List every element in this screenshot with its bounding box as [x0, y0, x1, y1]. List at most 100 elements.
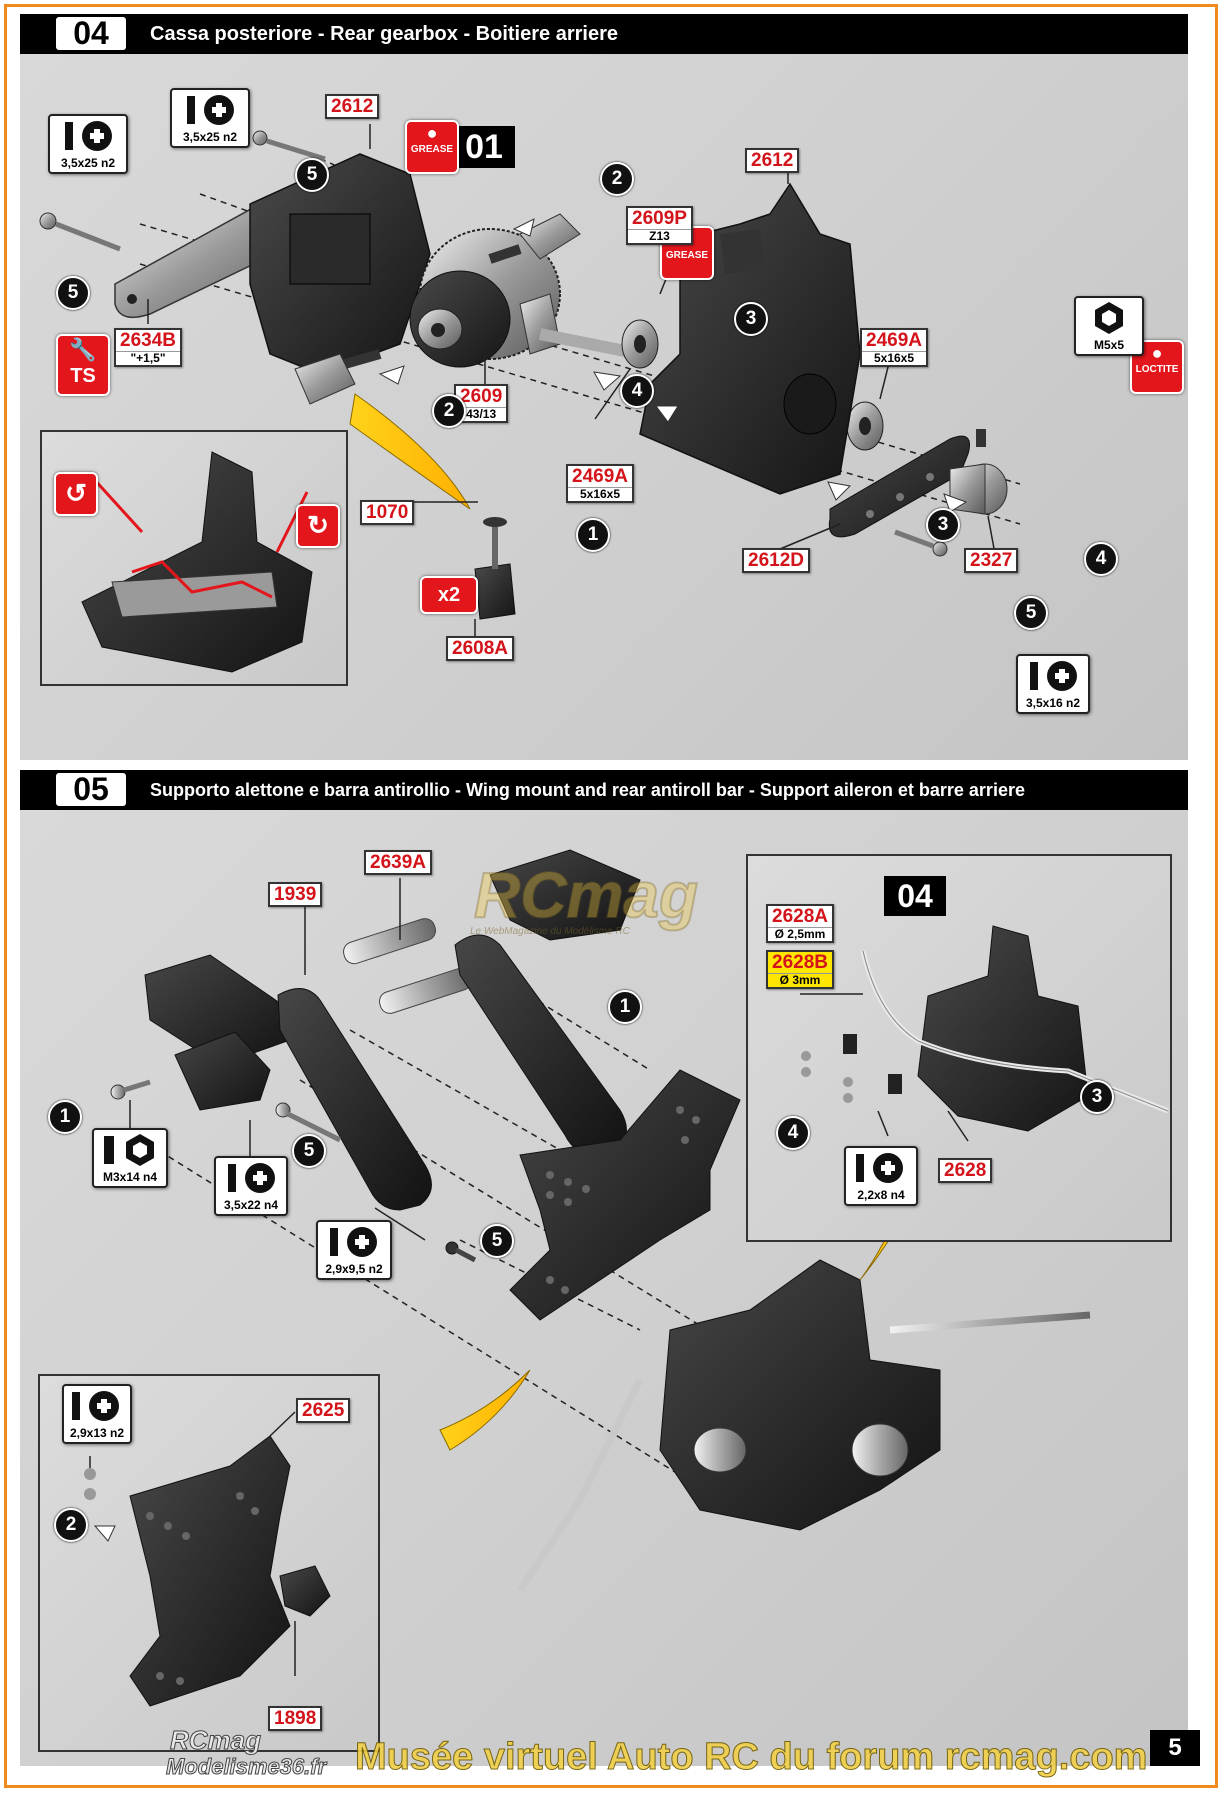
- inset-callout-04: 04: [884, 876, 946, 916]
- screw-bottom-right: [894, 529, 948, 557]
- bearing-right: [846, 401, 884, 451]
- part-number: 2628B: [772, 952, 828, 973]
- part-tag-2327: 2327: [964, 548, 1019, 573]
- screw-spec-box-2-9x13: 2,9x13 n2: [62, 1384, 132, 1444]
- outdrive-bottom: [294, 349, 382, 405]
- wing-upright-right: [454, 934, 627, 1156]
- wrench-icon: 🔧: [69, 337, 97, 362]
- step-number: 4: [776, 1116, 810, 1150]
- grease-label: GREASE: [410, 144, 454, 155]
- outdrive-top: [488, 213, 581, 264]
- antiroll-bar-left: [517, 1378, 644, 1592]
- screw-spec-box-2: 3,5x25 n2: [170, 88, 250, 148]
- part-spec: 43/13: [456, 407, 507, 421]
- ts-label: TS: [70, 365, 96, 387]
- outdrive-cup-2608a: [474, 517, 516, 620]
- section-04-header: 04 Cassa posteriore - Rear gearbox - Boi…: [20, 14, 1188, 54]
- phillips-screwdriver-icon: [64, 1386, 130, 1426]
- part-number: 2327: [970, 550, 1013, 571]
- step-number: 1: [48, 1100, 82, 1134]
- step-number: 4: [620, 374, 654, 408]
- part-spec: Z13: [628, 229, 691, 243]
- screw-size: 3,5x25 n2: [60, 156, 116, 170]
- part-number: 2639A: [370, 852, 426, 873]
- rcmag-footer-logo: RCmag: [169, 1725, 262, 1756]
- screw-size: 2,9x13 n2: [69, 1426, 125, 1440]
- part-number: 2469A: [572, 466, 628, 487]
- screw-size: 2,2x8 n4: [857, 1188, 905, 1202]
- rcmag-watermark-subtitle: Le WebMagazine du Modélisme RC: [470, 926, 630, 937]
- part-number: 2628A: [772, 906, 828, 927]
- step-number: 5: [295, 158, 329, 192]
- gearbox-exploded-art: [39, 124, 1021, 639]
- part-spec: 5x16x5: [862, 351, 926, 365]
- screw-spec-box-hex: M5x5: [1074, 296, 1144, 356]
- screw-m3x14: [110, 1079, 151, 1100]
- part-number: 2609P: [632, 208, 687, 229]
- step-number-4-right: 4: [1084, 542, 1118, 576]
- part-spec: "+1,5": [116, 351, 180, 365]
- part-number: 2634B: [120, 330, 176, 351]
- step-number: 5: [292, 1134, 326, 1168]
- loctite-label: LOCTITE: [1135, 364, 1179, 375]
- screw-size: 2,9x9,5 n2: [325, 1262, 383, 1276]
- screw-spec-box-2-9x9-5: 2,9x9,5 n2: [316, 1220, 392, 1280]
- part-number: 2608A: [452, 638, 508, 659]
- screw-left-long: [39, 212, 121, 252]
- section-04-diagram: ↺ ↻ 01 ● GREASE ● GREASE ● LOCTITE 🔧 TS …: [20, 54, 1188, 760]
- phillips-screwdriver-icon: [50, 116, 126, 156]
- section-05-title: Supporto alettone e barra antirollio - W…: [150, 780, 1025, 800]
- part-tag-1898: 1898: [268, 1706, 323, 1731]
- step-number: 2: [600, 162, 634, 196]
- hex-key-icon: [1076, 298, 1142, 338]
- part-number: 2612: [751, 150, 794, 171]
- part-tag-2612d: 2612D: [742, 548, 810, 573]
- phillips-screwdriver-icon: [846, 1148, 916, 1188]
- ts-badge: 🔧 TS: [56, 334, 110, 396]
- screw-size: M5x5: [1093, 338, 1125, 352]
- part-number: 2609: [460, 386, 503, 407]
- part-tag-2608a: 2608A: [446, 636, 514, 661]
- pinion-2609p: [519, 293, 632, 358]
- step-number: 3: [734, 302, 768, 336]
- grease-badge-1: ● GREASE: [405, 120, 459, 174]
- part-tag-2634b: 2634B"+1,5": [114, 328, 182, 367]
- phillips-screwdriver-icon: [318, 1222, 390, 1262]
- step-number: 2: [54, 1508, 88, 1542]
- mount-clip-top: [489, 849, 641, 941]
- part-number: 1898: [274, 1708, 317, 1729]
- grease-label: GREASE: [665, 250, 709, 261]
- section-05-header: 05 Supporto alettone e barra antirollio …: [20, 770, 1188, 810]
- step-number: 5: [56, 276, 90, 310]
- section-04-title: Cassa posteriore - Rear gearbox - Boitie…: [150, 23, 618, 45]
- part-number: 1070: [366, 502, 409, 523]
- screw-size: M3x14 n4: [102, 1170, 158, 1184]
- step-number: 5: [480, 1224, 514, 1258]
- part-spec: 5x16x5: [568, 487, 632, 501]
- screw-size: 3,5x22 n4: [223, 1198, 279, 1212]
- screw-2-9x9-5: [445, 1241, 477, 1263]
- screw-spec-box-m3x14: M3x14 n4: [92, 1128, 168, 1188]
- phillips-screwdriver-icon: [216, 1158, 286, 1198]
- screw-top-left: [252, 130, 326, 162]
- part-tag-1070: 1070: [360, 500, 415, 525]
- part-spec: Ø 2,5mm: [768, 927, 832, 941]
- spacer-2639a-upper: [343, 918, 436, 965]
- step-number: 1: [608, 990, 642, 1024]
- step-number: 2: [432, 394, 466, 428]
- screw-spec-box-3-5x22: 3,5x22 n4: [214, 1156, 288, 1216]
- part-spec: Ø 3mm: [768, 973, 832, 987]
- mount-clip-left-lower: [174, 1031, 271, 1111]
- part-tag-2639a: 2639A: [364, 850, 432, 875]
- phillips-screwdriver-icon: [1018, 656, 1088, 696]
- museum-watermark: Musée virtuel Auto RC du forum rcmag.com: [354, 1736, 1148, 1779]
- wing-upright-left: [277, 988, 432, 1211]
- screw-size: 3,5x16 n2: [1025, 696, 1081, 710]
